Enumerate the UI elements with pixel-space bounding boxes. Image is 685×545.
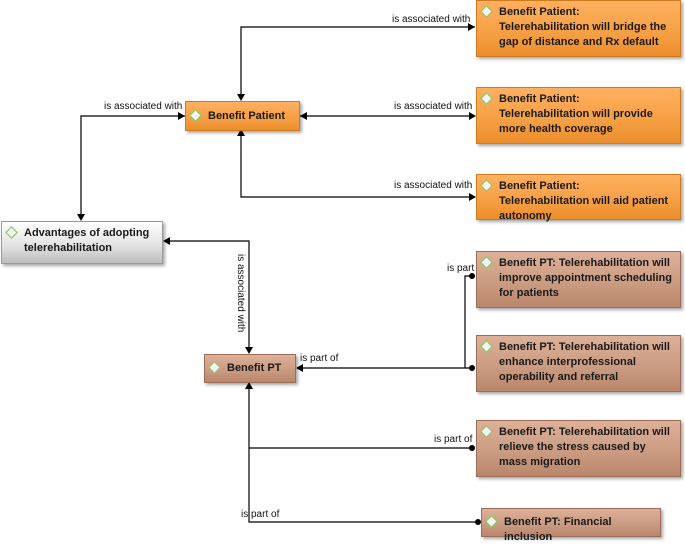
node-benefit-pt[interactable]: Benefit PT <box>204 354 296 383</box>
edge-label-advantages: is associated with <box>104 101 183 112</box>
node-label: Benefit PT: Telerehabilitation will reli… <box>499 426 670 468</box>
diamond-icon <box>480 92 493 105</box>
edge-label-gap: is associated with <box>392 14 471 25</box>
diamond-icon <box>480 425 493 438</box>
node-bp-coverage[interactable]: Benefit Patient: Telerehabilitation will… <box>476 87 681 144</box>
arrowhead <box>237 94 245 101</box>
edge-advantages-benefit-pt <box>166 240 250 351</box>
edge-label-interprof: is part of <box>300 353 339 364</box>
node-label: Benefit PT: Telerehabilitation will impr… <box>499 257 672 299</box>
edge-financial-benefit-pt <box>248 385 478 523</box>
node-label: Benefit Patient: Telerehabilitation will… <box>499 6 667 48</box>
edge-gap-benefit-patient <box>240 26 475 95</box>
node-bp-gap[interactable]: Benefit Patient: Telerehabilitation will… <box>476 0 681 57</box>
arrowhead <box>237 129 245 136</box>
edge-label-financial: is part of <box>241 509 280 520</box>
node-advantages[interactable]: Advantages of adopting telerehabilitatio… <box>1 221 163 264</box>
node-label: Benefit PT <box>227 362 282 374</box>
arrowhead <box>245 347 253 354</box>
edge-autonomy-benefit-patient <box>240 135 475 198</box>
diamond-icon <box>5 226 18 239</box>
diamond-icon <box>480 256 493 269</box>
arrowhead <box>469 112 476 120</box>
node-benefit-patient[interactable]: Benefit Patient <box>185 101 300 131</box>
node-bp-autonomy[interactable]: Benefit Patient: Telerehabilitation will… <box>476 174 681 222</box>
node-label: Benefit PT: Telerehabilitation will enha… <box>499 341 670 383</box>
edge-end-dot <box>475 519 481 525</box>
node-pt-scheduling[interactable]: Benefit PT: Telerehabilitation will impr… <box>476 251 681 308</box>
arrowhead <box>178 112 185 120</box>
node-label: Benefit PT: Financial inclusion <box>504 516 612 543</box>
arrowhead <box>300 112 307 120</box>
edge-end-dot <box>469 273 475 279</box>
arrowhead <box>296 364 303 372</box>
diamond-icon <box>208 361 221 374</box>
node-pt-financial[interactable]: Benefit PT: Financial inclusion <box>481 508 661 543</box>
arrowhead <box>469 193 476 201</box>
arrowhead <box>163 237 170 245</box>
edge-label-stress: is part of <box>434 434 473 445</box>
edge-label-coverage: is associated with <box>394 101 473 112</box>
diamond-icon <box>485 515 498 528</box>
arrowhead <box>77 214 85 221</box>
node-pt-interprof[interactable]: Benefit PT: Telerehabilitation will enha… <box>476 335 681 392</box>
edge-label-autonomy: is associated with <box>394 180 473 191</box>
diamond-icon <box>189 109 202 122</box>
diamond-icon <box>480 5 493 18</box>
node-label: Benefit Patient: Telerehabilitation will… <box>499 93 653 135</box>
edge-label-pt-advantages: is associated with <box>235 254 246 333</box>
diamond-icon <box>480 179 493 192</box>
edge-scheduling-benefit-pt <box>464 275 472 368</box>
node-label: Benefit Patient <box>208 110 286 122</box>
diamond-icon <box>480 340 493 353</box>
edge-end-dot <box>469 445 475 451</box>
node-label: Advantages of adopting telerehabilitatio… <box>24 227 150 254</box>
edge-benefit-patient-advantages <box>80 115 185 215</box>
node-pt-stress[interactable]: Benefit PT: Telerehabilitation will reli… <box>476 420 681 477</box>
edge-label-scheduling: is part <box>447 263 475 274</box>
arrowhead <box>245 382 253 389</box>
arrowhead <box>468 23 475 31</box>
node-label: Benefit Patient: Telerehabilitation will… <box>499 180 669 222</box>
edge-end-dot <box>469 365 475 371</box>
